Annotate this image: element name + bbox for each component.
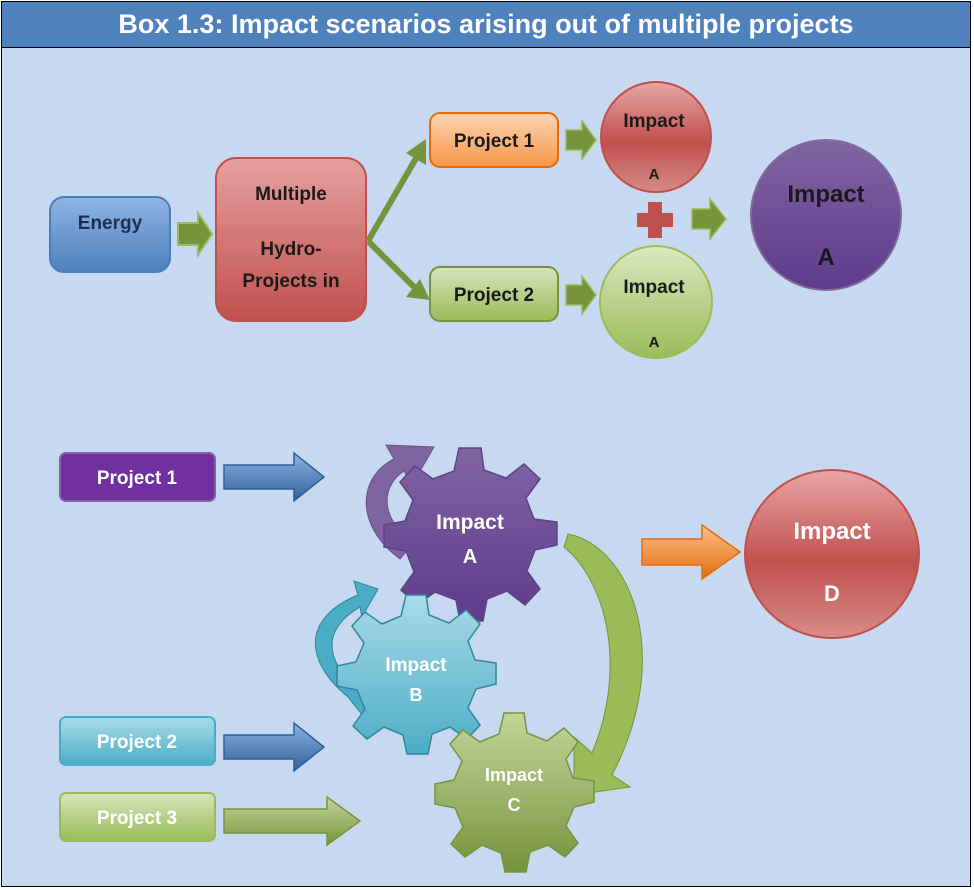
svg-text:Project 2: Project 2 (97, 732, 177, 753)
svg-text:Impact: Impact (385, 655, 447, 676)
gear-a: Impact A (383, 447, 558, 622)
project-arrows (565, 118, 597, 317)
svg-text:Impact: Impact (787, 181, 864, 208)
svg-text:Multiple: Multiple (255, 184, 327, 205)
energy-label: Energy (78, 213, 143, 234)
d2-project2-box: Project 2 (59, 716, 216, 766)
d2-arrow-project1 (223, 451, 326, 503)
svg-text:A: A (649, 166, 660, 183)
impact-d-circle: Impact D (744, 469, 920, 639)
impact-a-circle-2: Impact A (599, 245, 713, 359)
curved-arrow-green (563, 533, 643, 796)
svg-text:Projects in: Projects in (242, 271, 339, 292)
project2-box: Project 2 (429, 266, 559, 322)
d2-project3-box: Project 3 (59, 792, 216, 842)
svg-text:Impact: Impact (623, 277, 685, 298)
d2-project1-box: Project 1 (59, 452, 216, 502)
svg-text:D: D (824, 581, 840, 606)
svg-text:Project 1: Project 1 (97, 468, 178, 489)
svg-text:Impact: Impact (485, 765, 543, 785)
d2-arrow-project2 (223, 721, 326, 773)
energy-arrow (177, 209, 214, 259)
svg-text:Project 3: Project 3 (97, 808, 177, 829)
plus-icon (637, 202, 673, 238)
branch-arrows (365, 139, 430, 300)
svg-text:Project 2: Project 2 (454, 285, 534, 306)
gear-b: Impact B (336, 594, 497, 755)
multiple-projects-box: Multiple Hydro- Projects in (215, 157, 367, 322)
d2-arrow-project3 (223, 795, 362, 847)
svg-text:Project 1: Project 1 (454, 131, 535, 152)
sum-arrow (691, 196, 727, 242)
diagram-canvas: Energy Multiple Hydro- Projects in Proje… (49, 81, 920, 873)
impact-a-result-circle: Impact A (750, 139, 902, 291)
svg-text:Impact: Impact (623, 111, 685, 132)
gear-c: Impact C (434, 712, 595, 873)
box-title: Box 1.3: Impact scenarios arising out of… (2, 2, 970, 48)
svg-text:Impact: Impact (793, 518, 870, 545)
impact-a-circle-1: Impact A (600, 81, 712, 193)
svg-text:A: A (463, 546, 477, 568)
project1-box: Project 1 (429, 112, 559, 168)
energy-box: Energy (49, 196, 171, 273)
svg-text:C: C (508, 795, 521, 815)
svg-text:A: A (817, 244, 834, 271)
svg-text:Impact: Impact (436, 511, 504, 534)
d2-arrow-to-impact-d (641, 523, 742, 581)
svg-text:B: B (410, 685, 423, 705)
svg-text:A: A (649, 334, 660, 351)
svg-text:Hydro-: Hydro- (260, 239, 321, 260)
